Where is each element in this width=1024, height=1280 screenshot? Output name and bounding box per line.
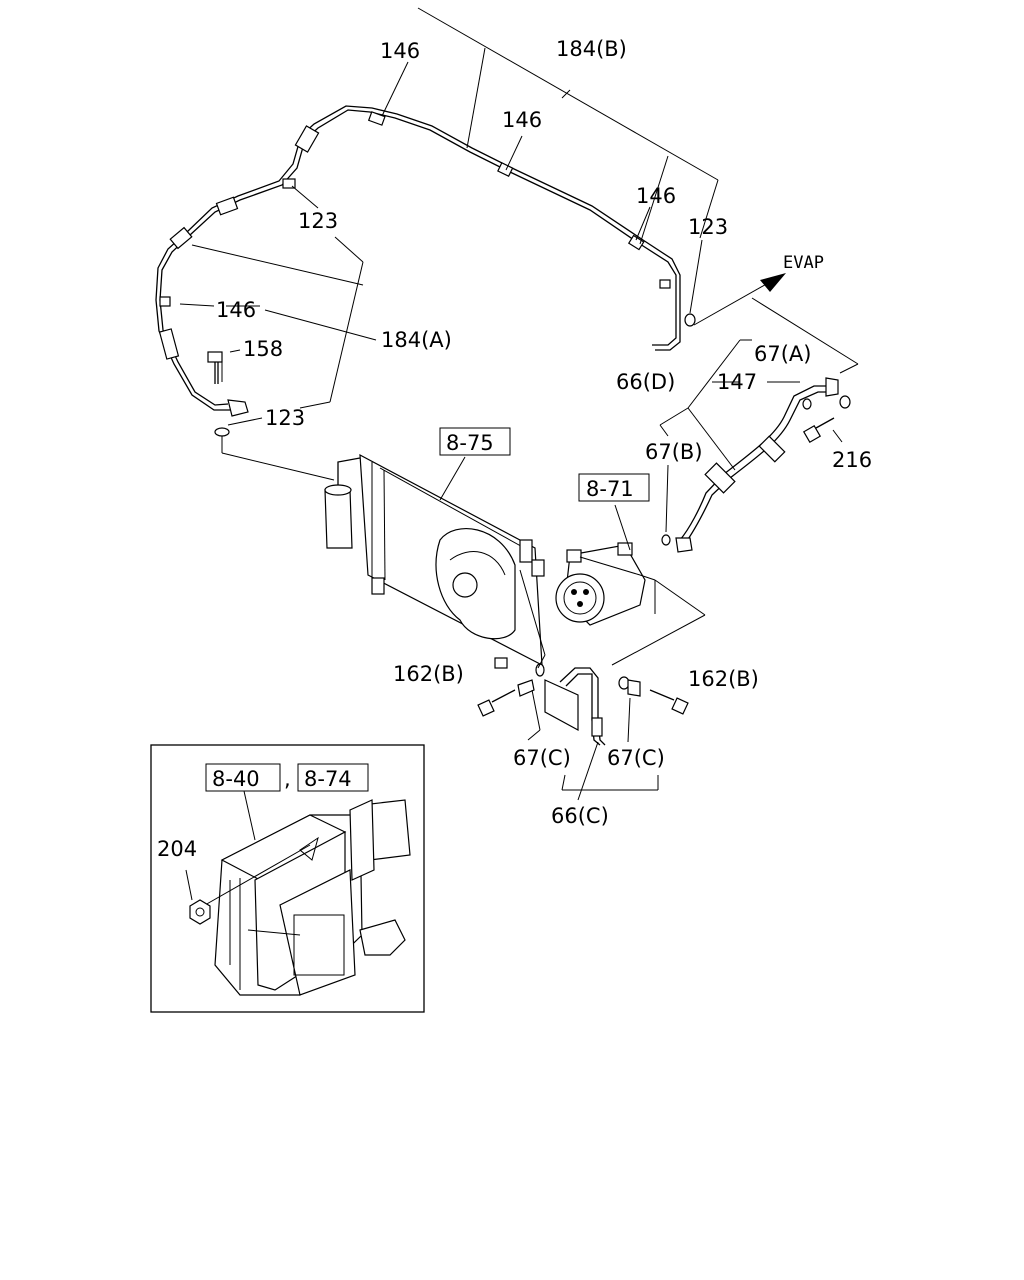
label-184a: 184(A) <box>381 328 452 352</box>
ref-box-8-75 <box>439 427 511 456</box>
ref-box-8-71 <box>578 473 650 502</box>
evap-arrow <box>693 273 859 374</box>
label-evap: EVAP <box>783 253 824 273</box>
label-67c-right: 67(C) <box>607 746 665 770</box>
orings-left <box>214 427 335 481</box>
hose-66d <box>661 377 851 553</box>
bolt-162b-right <box>649 689 689 715</box>
label-123-lower: 123 <box>265 406 305 430</box>
label-146-mid: 146 <box>502 108 542 132</box>
bolt-162b-left <box>477 679 535 717</box>
pipe-assembly-184b <box>155 105 696 417</box>
label-8-75: 8-75 <box>446 431 494 455</box>
condenser-assembly <box>324 453 545 669</box>
compressor-assembly <box>555 542 646 626</box>
inset-panel <box>150 744 425 1013</box>
label-147: 147 <box>717 370 757 394</box>
hose-66c <box>535 663 641 746</box>
label-67a: 67(A) <box>754 342 811 366</box>
label-146-top: 146 <box>380 39 420 63</box>
label-146-right: 146 <box>636 184 676 208</box>
label-158: 158 <box>243 337 283 361</box>
label-123-right: 123 <box>688 215 728 239</box>
ref-box-8-40 <box>205 763 281 792</box>
label-ref-separator: , <box>284 767 291 791</box>
bolt-158 <box>207 351 223 384</box>
bolt-216 <box>802 417 835 444</box>
label-162b-right: 162(B) <box>688 667 759 691</box>
label-66d: 66(D) <box>616 370 675 394</box>
label-123-upper: 123 <box>298 209 338 233</box>
label-8-71: 8-71 <box>586 477 634 501</box>
label-67b: 67(B) <box>645 440 703 464</box>
label-66c: 66(C) <box>551 804 609 828</box>
leader-lines-lower <box>439 456 706 801</box>
leader-lines-right <box>659 339 843 533</box>
label-8-74: 8-74 <box>304 767 352 791</box>
label-184b: 184(B) <box>556 37 627 61</box>
label-8-40: 8-40 <box>212 767 260 791</box>
label-204: 204 <box>157 837 197 861</box>
label-162b-left: 162(B) <box>393 662 464 686</box>
ref-box-8-74 <box>297 763 369 792</box>
label-216: 216 <box>832 448 872 472</box>
leader-lines-top <box>179 7 719 426</box>
label-146-left: 146 <box>216 298 256 322</box>
label-67c-left: 67(C) <box>513 746 571 770</box>
